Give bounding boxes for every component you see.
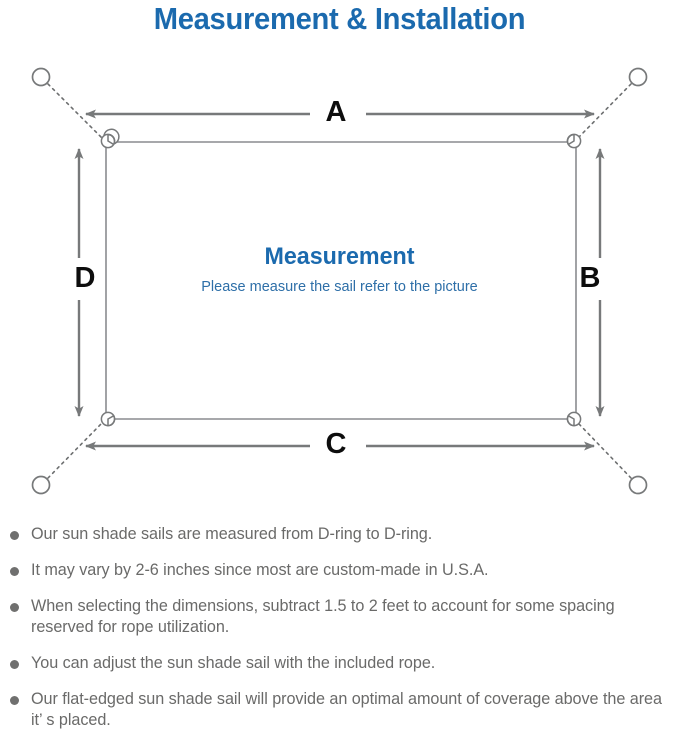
rope-top-left <box>47 83 102 138</box>
bullet-icon <box>10 603 19 612</box>
rope-top-right <box>578 83 632 138</box>
list-item: Our flat-edged sun shade sail will provi… <box>0 689 679 731</box>
rope-lines <box>47 83 632 479</box>
note-text: It may vary by 2-6 inches since most are… <box>31 561 489 579</box>
list-item: When selecting the dimensions, subtract … <box>0 596 679 638</box>
sail-rectangle <box>105 141 577 420</box>
bullet-icon <box>10 567 19 576</box>
anchor-ring-icon-bottom-left <box>31 475 51 495</box>
note-text: Our flat-edged sun shade sail will provi… <box>31 690 662 729</box>
notes-list: Our sun shade sails are measured from D-… <box>0 524 679 746</box>
dimension-label-c: C <box>325 428 347 460</box>
d-ring-icon-tr-tab <box>566 133 575 146</box>
d-rings <box>100 128 582 427</box>
page-title: Measurement & Installation <box>153 1 526 36</box>
rope-bottom-right <box>578 423 632 479</box>
anchor-rings <box>31 67 648 495</box>
dimension-label-a: A <box>325 96 347 128</box>
dimension-label-b: B <box>579 262 601 294</box>
list-item: It may vary by 2-6 inches since most are… <box>0 560 679 581</box>
rope-bottom-left <box>47 423 102 479</box>
d-ring-icon-bl-tab <box>107 414 116 427</box>
anchor-ring-icon-bottom-right <box>628 475 648 495</box>
measurement-diagram <box>31 67 648 495</box>
bullet-icon <box>10 531 19 540</box>
measurement-subtext: Please measure the sail refer to the pic… <box>201 279 478 295</box>
list-item: You can adjust the sun shade sail with t… <box>0 653 679 674</box>
bullet-icon <box>10 696 19 705</box>
note-text: When selecting the dimensions, subtract … <box>31 597 615 636</box>
bullet-icon <box>10 660 19 669</box>
dimension-label-d: D <box>74 262 96 294</box>
anchor-ring-icon-top-right <box>628 67 648 87</box>
anchor-ring-icon-top-left <box>31 67 51 87</box>
measurement-heading: Measurement <box>264 243 415 270</box>
note-text: Our sun shade sails are measured from D-… <box>31 525 433 543</box>
note-text: You can adjust the sun shade sail with t… <box>31 654 436 672</box>
d-ring-icon-tl-tab <box>107 133 116 146</box>
list-item: Our sun shade sails are measured from D-… <box>0 524 679 545</box>
d-ring-icon-br-tab <box>566 414 575 427</box>
